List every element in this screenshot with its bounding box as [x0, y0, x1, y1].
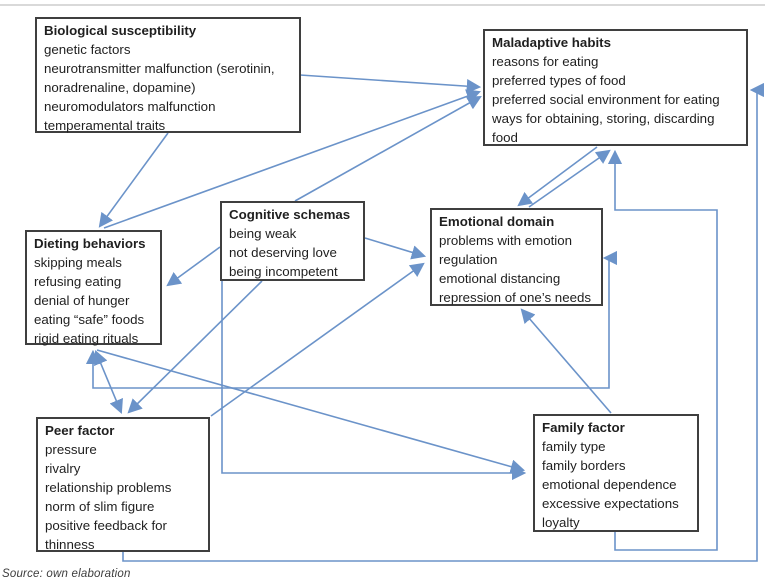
diagram-box-emotional: Emotional domain problems with emotion re…	[430, 208, 603, 306]
box-item: pressure	[45, 442, 97, 457]
box-item: denial of hunger	[34, 293, 130, 308]
arrow-emotional-to-dieting	[85, 250, 618, 389]
arrow-maladaptive-to-emotional	[517, 146, 598, 207]
arrow-family-to-maladaptive	[607, 149, 718, 551]
arrow-dieting-to-family	[96, 349, 526, 474]
box-title: Maladaptive habits	[492, 35, 611, 50]
box-item: rigid eating rituals	[34, 331, 139, 346]
box-item: preferred types of food	[492, 73, 626, 88]
arrow-cognitive-to-dieting	[166, 246, 221, 287]
arrow-cognitive-to-emotional	[364, 237, 427, 260]
box-item: genetic factors	[44, 42, 131, 57]
arrow-biological-to-dieting	[98, 132, 169, 228]
diagram-box-family: Family factor family type family borders em…	[533, 414, 699, 532]
box-item: skipping meals	[34, 255, 122, 270]
box-item: problems with emotion regulation	[439, 233, 573, 267]
box-item: rivalry	[45, 461, 81, 476]
diagram-box-maladaptive: Maladaptive habits reasons for eating pref…	[483, 29, 748, 146]
box-item: ways for obtaining, storing, discarding …	[492, 111, 715, 145]
box-item: being weak	[229, 226, 297, 241]
arrow-cognitive-to-maladaptive	[294, 95, 482, 202]
box-title: Emotional domain	[439, 214, 555, 229]
box-item: eating “safe” foods	[34, 312, 145, 327]
box-item: not deserving love	[229, 245, 337, 260]
box-item: loyalty	[542, 515, 580, 530]
box-item: reasons for eating	[492, 54, 599, 69]
box-item: preferred social environment for eating	[492, 92, 720, 107]
diagram-box-peer: Peer factor pressure rivalry relationship p…	[36, 417, 210, 552]
box-item: emotional distancing	[439, 271, 561, 286]
box-title: Peer factor	[45, 423, 115, 438]
arrow-dieting-to-maladaptive	[103, 89, 482, 229]
arrow-dieting-to-peer	[94, 350, 123, 414]
box-item: positive feedback for thinness	[45, 518, 167, 552]
source-note: Source: own elaboration	[2, 568, 131, 580]
box-item: being incompetent	[229, 264, 338, 279]
box-item: temperamental traits	[44, 118, 166, 133]
box-item: norm of slim figure	[45, 499, 155, 514]
diagram-box-cognitive: Cognitive schemas being weak not deserving…	[220, 201, 365, 281]
arrow-peer-to-emotional	[210, 262, 425, 417]
top-divider	[0, 4, 765, 6]
box-title: Dieting behaviors	[34, 236, 146, 251]
box-title: Biological susceptibility	[44, 23, 197, 38]
box-item: family borders	[542, 458, 626, 473]
arrow-peer-to-maladaptive	[122, 82, 765, 562]
diagram-box-dieting: Dieting behaviors skipping meals refusing …	[25, 230, 162, 346]
arrow-family-to-emotional	[520, 308, 612, 414]
arrow-biological-to-maladaptive	[299, 74, 482, 94]
box-item: family type	[542, 439, 606, 454]
box-item: excessive expectations	[542, 496, 679, 511]
diagram-box-biological: Biological susceptibility genetic factors…	[35, 17, 301, 133]
box-item: neurotransmitter malfunction (serotinin,…	[44, 61, 275, 95]
box-item: refusing eating	[34, 274, 122, 289]
arrow-emotional-to-maladaptive	[528, 149, 611, 208]
box-title: Cognitive schemas	[229, 207, 351, 222]
box-item: emotional dependence	[542, 477, 677, 492]
box-item: repression of one’s needs	[439, 290, 592, 305]
arrow-cognitive-to-family	[221, 281, 527, 481]
box-item: neuromodulators malfunction	[44, 99, 216, 114]
box-title: Family factor	[542, 420, 625, 435]
box-item: relationship problems	[45, 480, 172, 495]
